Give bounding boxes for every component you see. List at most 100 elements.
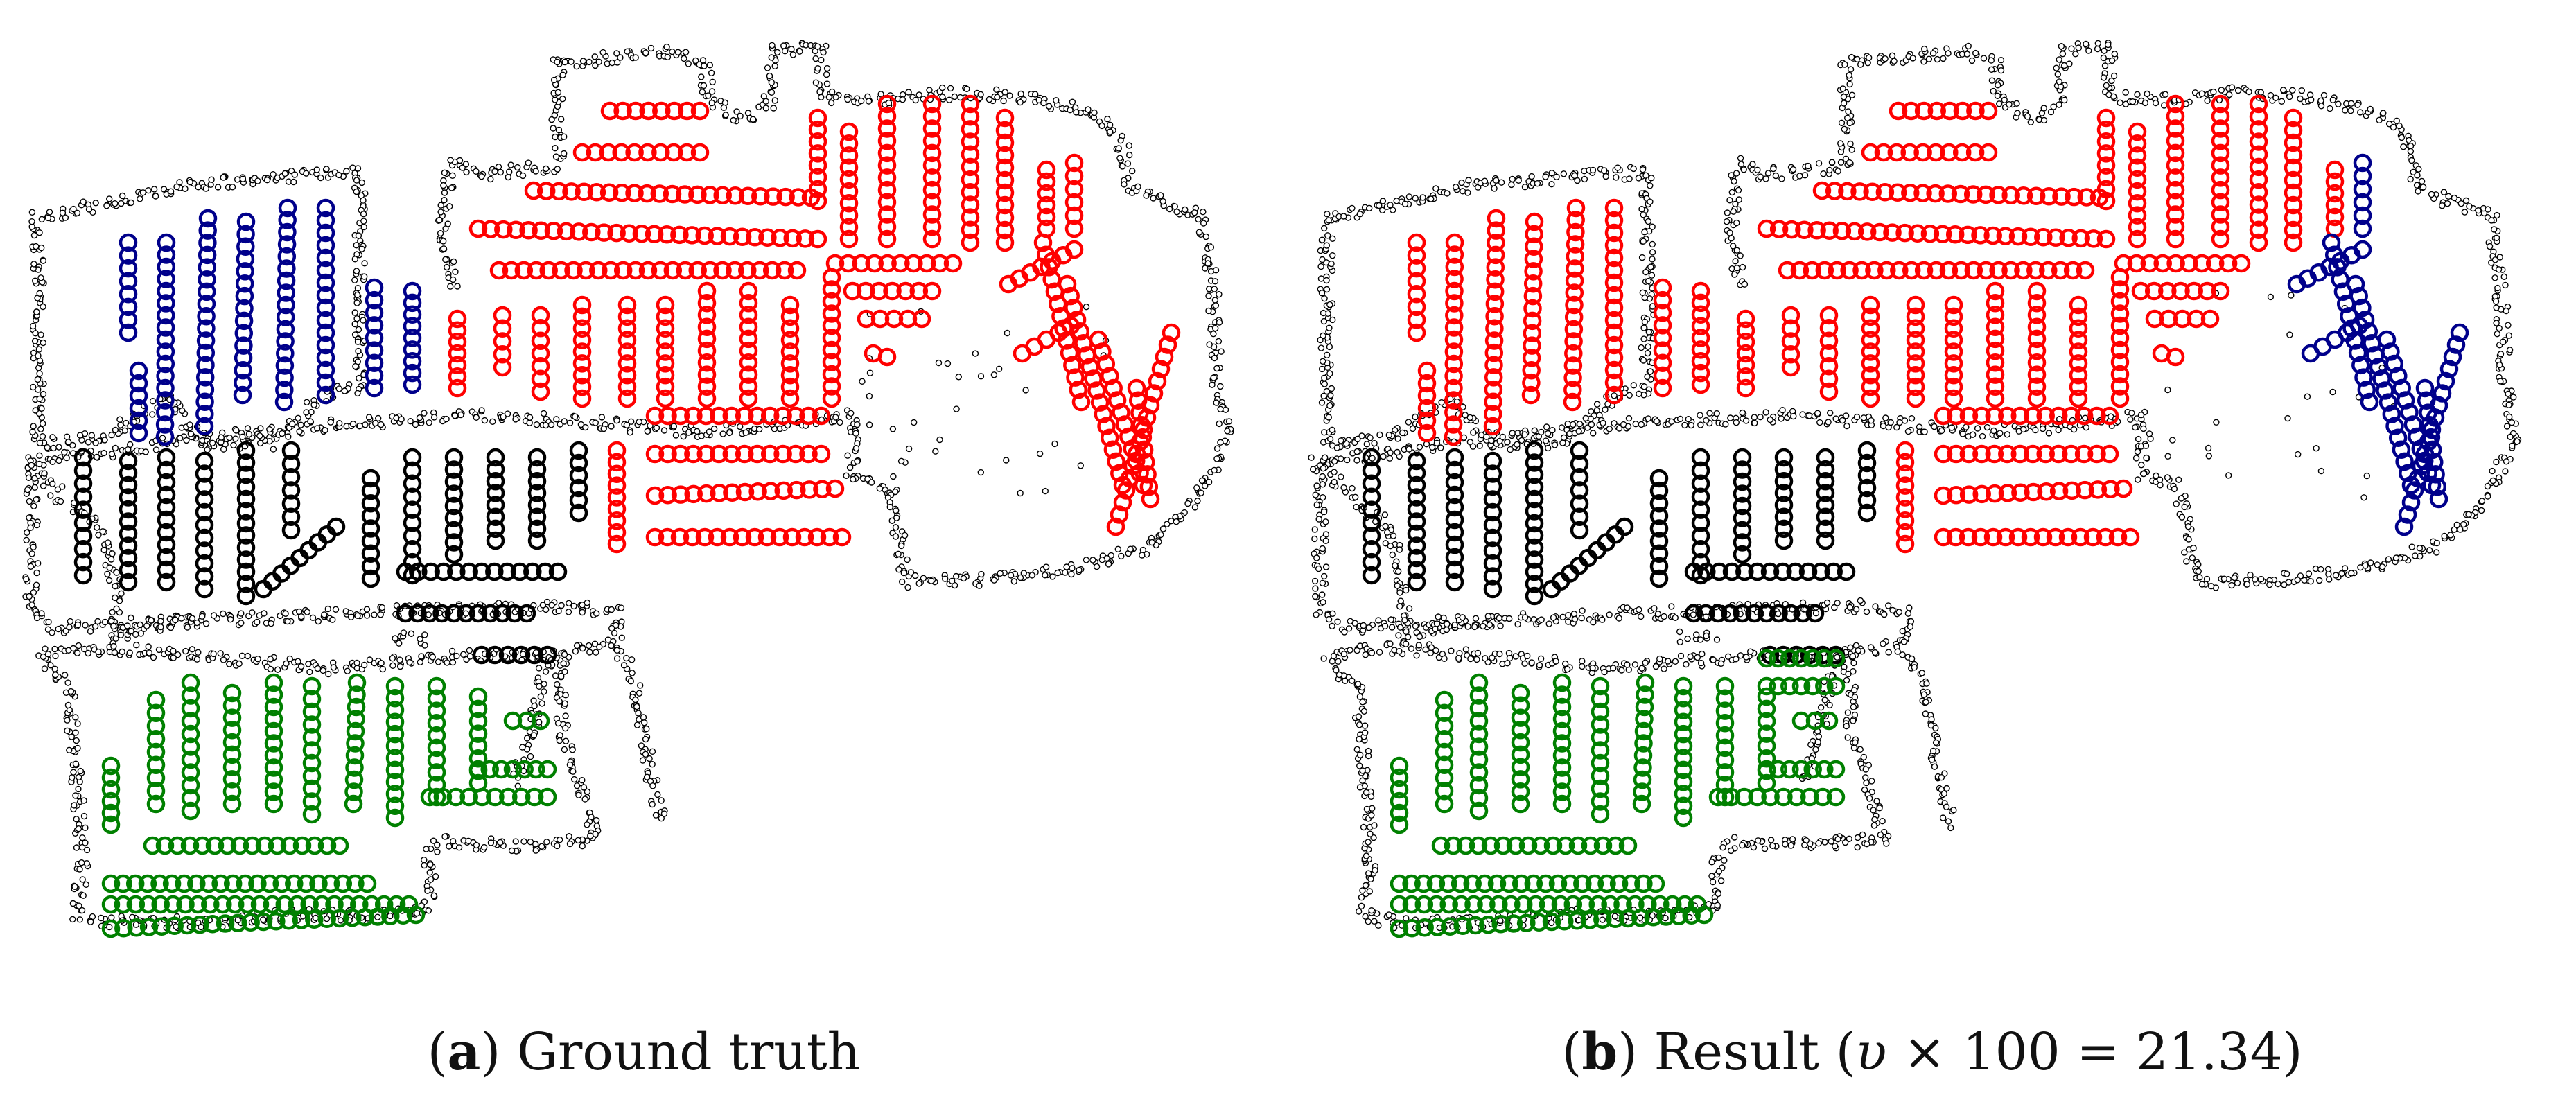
boundary-dot [566, 419, 574, 426]
group-circle-right [617, 331, 637, 349]
group-circle-mid-left [326, 517, 346, 536]
group-circle-right [626, 101, 645, 121]
boundary-dot [106, 564, 113, 571]
boundary-dot [1321, 225, 1328, 232]
boundary-dot [307, 418, 314, 425]
boundary-dot [708, 99, 715, 107]
boundary-dot [1042, 563, 1050, 570]
boundary-dot [85, 439, 92, 446]
group-circle-far-right [1087, 381, 1106, 400]
boundary-dot [1117, 137, 1124, 144]
boundary-dot [1381, 622, 1389, 630]
boundary-dot [426, 419, 432, 426]
group-circle-mid-left [510, 562, 529, 581]
boundary-dot [901, 532, 909, 539]
boundary-dot [1311, 535, 1318, 543]
ground-truth-plot [22, 40, 1234, 938]
boundary-dot [2127, 416, 2134, 423]
boundary-dot [2286, 93, 2293, 100]
boundary-dot [396, 663, 404, 670]
boundary-dot [1319, 256, 1326, 263]
group-circle-mid-left [447, 562, 466, 581]
group-circle-mid-left [481, 604, 500, 623]
group-circle-mid-left [485, 645, 505, 665]
group-circle-far-right [1158, 335, 1177, 354]
boundary-dot [2144, 90, 2150, 98]
boundary-dot [644, 428, 651, 435]
boundary-dot [1340, 213, 1347, 220]
boundary-dot [157, 618, 164, 624]
boundary-dot [2101, 62, 2109, 69]
group-circle-top-left [276, 308, 295, 326]
group-circle-bottom [180, 836, 200, 855]
group-circle-bottom [211, 874, 230, 893]
boundary-dot [1747, 648, 1754, 655]
boundary-dot [2203, 575, 2211, 583]
boundary-dot [2439, 202, 2446, 209]
group-circle-right [780, 307, 800, 326]
group-circle-bottom [162, 874, 182, 893]
boundary-dot [1329, 426, 1335, 433]
boundary-dot [1841, 61, 1848, 68]
group-circle-right [839, 134, 859, 153]
boundary-dot [358, 245, 365, 252]
group-circle-right [808, 180, 827, 199]
group-circle-mid-left [527, 472, 547, 491]
boundary-dot [1995, 100, 2003, 107]
group-circle-top-left [197, 306, 216, 326]
boundary-dot [210, 612, 218, 619]
boundary-dot [37, 274, 44, 281]
boundary-dot [2305, 570, 2313, 577]
boundary-dot [892, 533, 900, 540]
boundary-dot [1668, 603, 1675, 610]
boundary-dot [1872, 649, 1879, 656]
group-circle-bottom [181, 737, 200, 756]
boundary-dot [788, 46, 795, 53]
group-circle-right [613, 101, 632, 121]
boundary-dot [628, 418, 635, 425]
boundary-dot [1416, 444, 1423, 451]
boundary-dot [335, 385, 342, 392]
group-circle-right [639, 101, 658, 121]
group-circle-bottom [216, 914, 235, 933]
boundary-dot [1067, 106, 1074, 114]
boundary-dot [1676, 415, 1684, 423]
noise-dot [1036, 450, 1044, 457]
boundary-dot [105, 539, 112, 546]
group-circle-mid-left [569, 503, 588, 523]
boundary-dot [598, 414, 606, 421]
boundary-dot [36, 439, 44, 446]
boundary-dot [899, 96, 906, 103]
boundary-dot [1334, 618, 1341, 625]
group-circle-bottom [151, 895, 170, 914]
boundary-dot [1693, 631, 1700, 638]
boundary-dot [1665, 658, 1672, 665]
group-circle-mid-left [281, 507, 301, 527]
boundary-dot [73, 649, 81, 656]
group-circle-right [684, 406, 703, 426]
group-circle-right [808, 144, 827, 163]
boundary-dot [426, 869, 433, 876]
boundary-dot [1653, 418, 1661, 425]
group-circle-right [995, 183, 1015, 202]
group-circle-top-left [195, 405, 214, 423]
boundary-dot [1105, 561, 1112, 568]
group-circle-right [856, 281, 875, 301]
boundary-dot [2297, 95, 2304, 103]
boundary-dot [2415, 188, 2421, 195]
boundary-dot [1173, 518, 1180, 525]
boundary-dot [66, 624, 73, 631]
boundary-dot [447, 283, 454, 290]
boundary-dot [552, 144, 559, 152]
boundary-dot [365, 414, 373, 421]
boundary-dot [2068, 45, 2075, 52]
boundary-dot [2320, 91, 2328, 99]
group-circle-right [812, 406, 831, 426]
group-circle-right [658, 444, 677, 464]
boundary-dot [2234, 579, 2241, 586]
group-circle-top-left [316, 335, 335, 355]
group-circle-right [870, 281, 888, 301]
boundary-dot [941, 575, 949, 582]
boundary-dot [1647, 368, 1654, 375]
group-circle-right [595, 223, 613, 242]
